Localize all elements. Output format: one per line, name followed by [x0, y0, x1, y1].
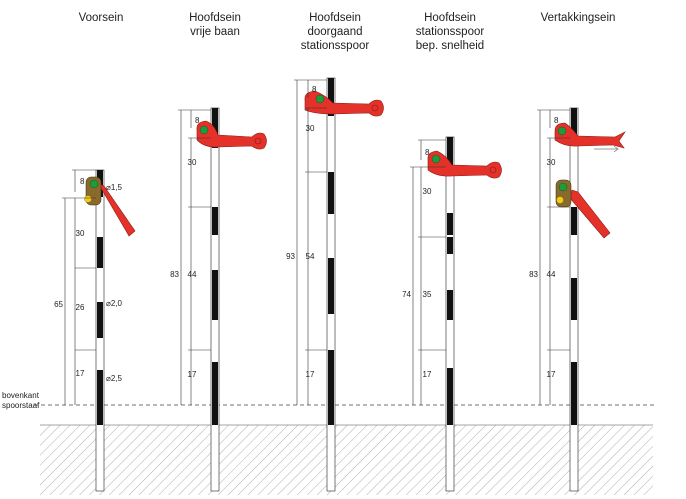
dim-total: 74: [402, 290, 411, 299]
arm-spectacle-icon: [254, 137, 262, 145]
post-stripe: [447, 137, 453, 173]
post-stripe: [328, 350, 334, 425]
diameter-label: ⌀2,5: [106, 374, 122, 383]
signal-title-line-2: doorgaand: [308, 26, 363, 38]
green-lens-icon: [199, 125, 209, 135]
diameter-label: ⌀1,5: [106, 183, 122, 192]
post-stripe: [328, 172, 334, 214]
post-stripe: [328, 258, 334, 314]
dim-total: 83: [170, 270, 179, 279]
dim-arm-mark: 8: [312, 85, 317, 94]
arrow-tip-icon: [594, 145, 620, 153]
signal-hoofdsein-stationsspoor-bep-snelheid: Hoofdsein stationsspoor bep. snelheid 74…: [402, 12, 502, 492]
dim-seg-top: 30: [76, 229, 85, 238]
dim-total: 65: [54, 300, 63, 309]
post-stripe: [447, 290, 453, 320]
dim-seg-bottom: 17: [306, 370, 315, 379]
signal-hoofdsein-doorgaand-stationsspoor: Hoofdsein doorgaand stationsspoor 93 30 …: [286, 12, 384, 492]
signal-title-line-2: vrije baan: [190, 26, 240, 38]
signal-title-line-1: Hoofdsein: [189, 12, 241, 24]
green-lens-icon: [315, 94, 325, 104]
signal-title-line-1: Vertakkingsein: [541, 12, 616, 24]
green-lens-icon: [557, 126, 567, 136]
dim-seg-bottom: 17: [423, 370, 432, 379]
post-stripe: [571, 207, 577, 235]
post-stripe: [571, 278, 577, 320]
post-stripe: [212, 270, 218, 320]
post-stripe: [97, 302, 103, 338]
signal-hoofdsein-vrije-baan: Hoofdsein vrije baan 83 30 44 17 8: [170, 12, 267, 492]
diameter-label: ⌀2,0: [106, 299, 122, 308]
arm-spectacle-icon: [489, 166, 497, 174]
dim-total: 93: [286, 252, 295, 261]
dim-seg-top: 30: [547, 158, 556, 167]
dim-seg-mid: 26: [76, 303, 85, 312]
dim-seg-mid: 44: [547, 270, 556, 279]
dim-seg-mid: 44: [188, 270, 197, 279]
dim-seg-bottom: 17: [76, 369, 85, 378]
post-stripe: [447, 237, 453, 254]
post-stripe: [571, 362, 577, 425]
yellow-lens-icon: [84, 195, 92, 203]
signal-title-line-3: stationsspoor: [301, 40, 370, 52]
dim-arm-mark: 8: [425, 148, 430, 157]
ground-hatch: [40, 425, 653, 495]
dim-seg-bottom: 17: [188, 370, 197, 379]
dim-arm-mark: 8: [80, 177, 85, 186]
dim-arm-mark: 8: [195, 116, 200, 125]
rail-top-label-2: spoorstaaf: [2, 401, 40, 410]
dim-total: 83: [529, 270, 538, 279]
dim-seg-bottom: 17: [547, 370, 556, 379]
dim-seg-mid: 54: [306, 252, 315, 261]
post-stripe: [212, 362, 218, 425]
dim-arm-mark: 8: [554, 116, 559, 125]
post-stripe: [571, 108, 577, 146]
signal-title-line-1: Voorsein: [79, 12, 124, 24]
dim-seg-top: 30: [423, 187, 432, 196]
signal-vertakkingsein: Vertakkingsein 83 30 44 17 8: [529, 12, 626, 492]
signal-title-line-1: Hoofdsein: [309, 12, 361, 24]
green-lens-icon: [558, 182, 568, 192]
signal-title-line-1: Hoofdsein: [424, 12, 476, 24]
green-lens-icon: [89, 179, 99, 189]
post-stripe: [97, 370, 103, 425]
post-stripe: [212, 108, 218, 148]
home-signal-arm: [427, 150, 502, 179]
home-signal-arm: [304, 90, 384, 117]
home-signal-arm: [196, 120, 267, 150]
post-stripe: [97, 237, 103, 268]
dim-seg-mid: 35: [423, 290, 432, 299]
direction-arm-upper: [554, 122, 626, 149]
post-stripe: [447, 213, 453, 235]
signal-title-line-3: bep. snelheid: [416, 40, 484, 52]
post-stripe: [212, 207, 218, 235]
signal-voorsein: Voorsein 65 30 26 17 8 ⌀1,5 ⌀2,0 ⌀2,5: [54, 12, 136, 492]
dim-seg-top: 30: [188, 158, 197, 167]
yellow-lens-icon: [556, 196, 564, 204]
signal-title-line-2: stationsspoor: [416, 26, 485, 38]
rail-top-label-1: bovenkant: [2, 391, 40, 400]
dim-seg-top: 30: [306, 124, 315, 133]
green-lens-icon: [431, 154, 441, 164]
post-stripe: [328, 78, 334, 116]
arm-spectacle-icon: [371, 104, 379, 112]
distant-signal-arm: [97, 182, 136, 237]
post-stripe: [447, 368, 453, 425]
